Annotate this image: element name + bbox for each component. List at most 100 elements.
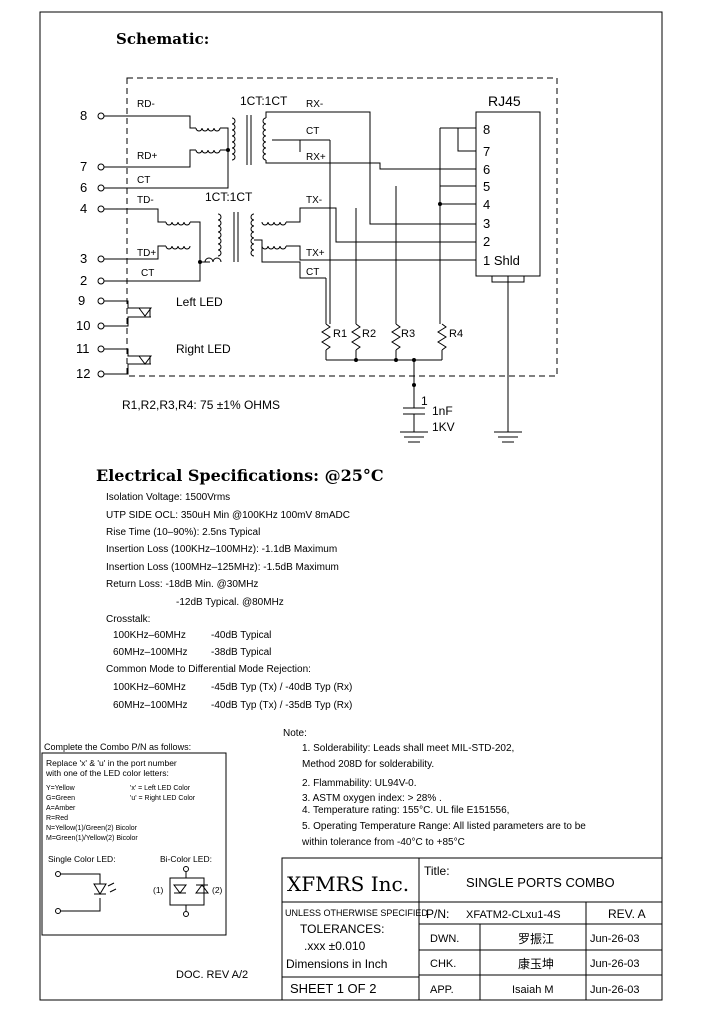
label-ct-3: CT [306, 126, 319, 137]
label-td-plus: TD+ [137, 248, 156, 259]
chk-signature: 康玉坤 [518, 956, 554, 971]
app-signature: Isaiah M [512, 984, 554, 996]
bi-led-label: Bi-Color LED: [160, 854, 212, 864]
label-tx-minus: TX- [306, 195, 322, 206]
rj45-pin-4: 4 [483, 197, 490, 212]
rj45-shield-tab [491, 275, 525, 283]
dwn-date: Jun-26-03 [590, 933, 640, 945]
pin-8: 8 [80, 108, 87, 123]
cmdr-value-2: -40dB Typ (Tx) / -35dB Typ (Rx) [211, 700, 352, 711]
label-tx-plus: TX+ [306, 248, 325, 259]
color-green: G=Green [46, 795, 75, 802]
color-red: R=Red [46, 815, 68, 822]
drawing-title: SINGLE PORTS COMBO [466, 875, 615, 890]
note-1: 1. Solderability: Leads shall meet MIL-S… [302, 743, 514, 754]
crosstalk-range-2: 60MHz–100MHz [113, 647, 187, 658]
spec-return-loss-1: Return Loss: -18dB Min. @30MHz [106, 579, 258, 590]
r4-label: R4 [449, 328, 463, 340]
junction-dots [198, 148, 442, 387]
pin-circles [97, 112, 105, 378]
pin-6: 6 [80, 180, 87, 195]
schematic-title: Schematic: [116, 30, 209, 48]
rj45-pin-7: 7 [483, 144, 490, 159]
cmdr-range-1: 100KHz–60MHz [113, 682, 186, 693]
chk-label: CHK. [430, 958, 456, 970]
rj45-pin-3: 3 [483, 216, 490, 231]
cap-voltage: 1KV [432, 420, 455, 434]
rj45-label: RJ45 [488, 93, 521, 109]
left-led-label: Left LED [176, 295, 223, 309]
pin-10: 10 [76, 318, 90, 333]
page-frame [39, 11, 663, 1001]
part-number: XFATM2-CLxu1-4S [466, 909, 561, 921]
dwn-label: DWN. [430, 933, 459, 945]
combo-colors: Y=Yellow G=Green A=Amber R=Red N=Yellow(… [46, 785, 196, 842]
right-led-label: Right LED [176, 342, 231, 356]
pin-11: 11 [76, 341, 90, 356]
color-bicolor-m: M=Green(1)/Yellow(2) Bicolor [46, 835, 138, 842]
app-date: Jun-26-03 [590, 984, 640, 996]
bi-pin-2: (2) [212, 885, 223, 895]
label-ct-4: CT [306, 267, 319, 278]
schematic-wiring [104, 111, 522, 443]
note-1b: Method 208D for solderability. [302, 759, 434, 770]
crosstalk-range-1: 100KHz–60MHz [113, 630, 186, 641]
label-rd-plus: RD+ [137, 151, 157, 162]
module-boundary [126, 77, 558, 377]
color-yellow: Y=Yellow [46, 785, 76, 792]
doc-revision: DOC. REV A/2 [176, 969, 248, 981]
combo-frame [41, 752, 227, 936]
pin-12: 12 [76, 366, 90, 381]
pin-7: 7 [80, 159, 87, 174]
schematic: Schematic: 8 7 6 4 3 2 9 10 11 12 RD- RD… [76, 30, 558, 443]
cmdr-title: Common Mode to Differential Mode Rejecti… [106, 664, 311, 675]
note-5b: within tolerance from -40°C to +85°C [301, 837, 465, 848]
spec-ocl: UTP SIDE OCL: 350uH Min @100KHz 100mV 8m… [106, 510, 350, 521]
revision: REV. A [608, 907, 646, 921]
dwn-signature: 罗振江 [518, 932, 554, 946]
combo-line-1: Replace 'x' & 'u' in the port number [46, 758, 177, 768]
single-led-label: Single Color LED: [48, 854, 116, 864]
color-amber: A=Amber [46, 805, 76, 812]
resistor-labels: R1 R2 R3 R4 [333, 328, 463, 340]
transformer-label-2: 1CT:1CT [205, 190, 253, 204]
label-ct-2: CT [141, 268, 154, 279]
rj45-pin-5: 5 [483, 179, 490, 194]
crosstalk-title: Crosstalk: [106, 614, 150, 625]
note-2: 2. Flammability: UL94V-0. [302, 778, 417, 789]
combo-box: Complete the Combo P/N as follows: Repla… [41, 742, 227, 936]
rj45-pin-6: 6 [483, 162, 490, 177]
label-rx-minus: RX- [306, 99, 323, 110]
r1-label: R1 [333, 328, 347, 340]
title-label: Title: [424, 864, 450, 878]
label-ct-1: CT [137, 175, 150, 186]
pin-labels: 8 7 6 4 3 2 9 10 11 12 [76, 108, 90, 381]
label-rx-plus: RX+ [306, 152, 326, 163]
combo-led-symbols [55, 866, 209, 917]
company-name: XFMRS Inc. [287, 872, 409, 896]
electrical-lines: Isolation Voltage: 1500Vrms UTP SIDE OCL… [106, 492, 352, 711]
combo-heading: Complete the Combo P/N as follows: [44, 742, 191, 752]
rj45-pin-8: 8 [483, 122, 490, 137]
note-5: 5. Operating Temperature Range: All list… [302, 821, 586, 832]
cap-value: 1nF [432, 404, 453, 418]
spec-isolation: Isolation Voltage: 1500Vrms [106, 492, 230, 503]
r3-label: R3 [401, 328, 415, 340]
pin-3: 3 [80, 251, 87, 266]
pn-label: P/N: [426, 907, 449, 921]
pin-4: 4 [80, 201, 87, 216]
cmdr-range-2: 60MHz–100MHz [113, 700, 187, 711]
label-td-minus: TD- [137, 195, 154, 206]
sheet-number: SHEET 1 OF 2 [290, 981, 376, 996]
notes: Note: 1. Solderability: Leads shall meet… [283, 728, 586, 848]
notes-title: Note: [283, 728, 307, 739]
combo-line-2: with one of the LED color letters: [45, 768, 169, 778]
label-rd-minus: RD- [137, 99, 155, 110]
spec-return-loss-2: -12dB Typical. @80MHz [176, 597, 284, 608]
r2-label: R2 [362, 328, 376, 340]
cmdr-value-1: -45dB Typ (Tx) / -40dB Typ (Rx) [211, 682, 352, 693]
transformer-label-1: 1CT:1CT [240, 94, 288, 108]
note-4: 4. Temperature rating: 155°C. UL file E1… [302, 805, 509, 816]
